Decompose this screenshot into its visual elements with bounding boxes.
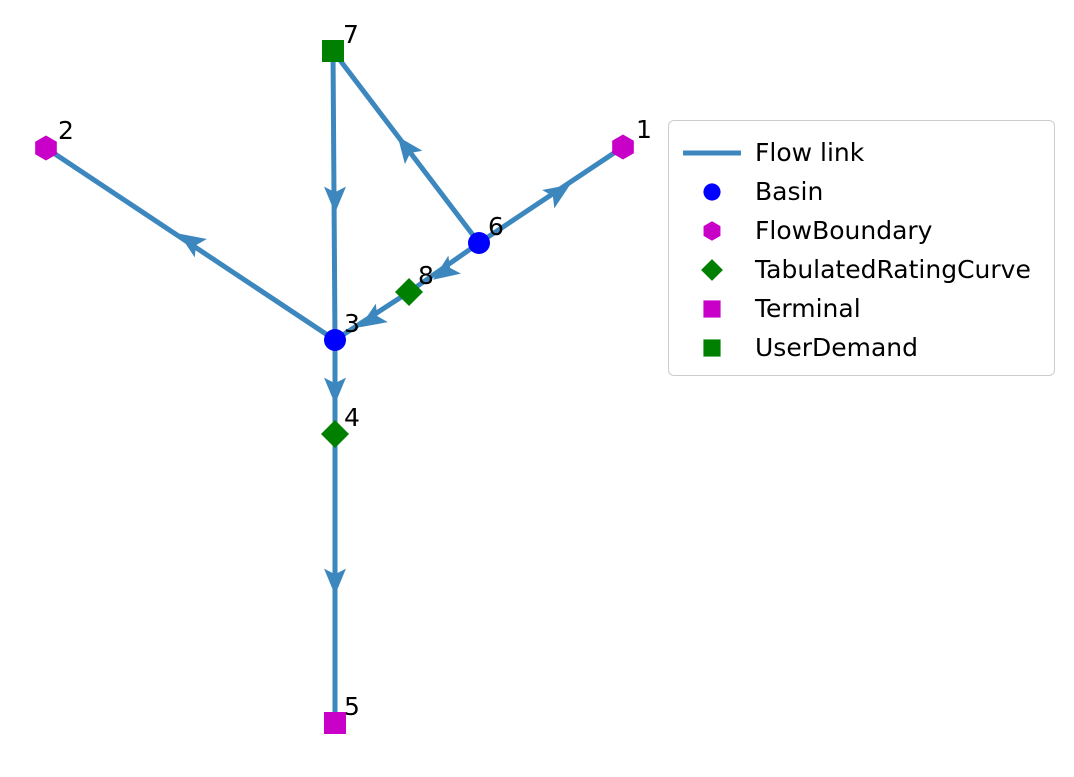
legend-entry-terminal[interactable]: Terminal: [669, 289, 1054, 328]
legend-entry-basin[interactable]: Basin: [669, 172, 1054, 211]
flow-direction-arrow: [433, 255, 461, 280]
graph-node-4[interactable]: [321, 420, 349, 448]
node-label-5: 5: [344, 692, 360, 721]
legend-entry-flow-boundary[interactable]: FlowBoundary: [669, 211, 1054, 250]
node-labels-layer: 1 2 3 4 5 6 7 8: [58, 20, 652, 721]
tabulated-rating-curve-icon: [669, 250, 755, 289]
graph-node-2[interactable]: [35, 135, 57, 161]
legend-label: TabulatedRatingCurve: [755, 255, 1031, 284]
flow-direction-arrow: [324, 186, 346, 213]
flow-direction-arrow: [359, 303, 388, 328]
nodes-layer: [35, 40, 634, 734]
graph-node-3[interactable]: [324, 329, 346, 351]
flow-direction-arrow: [542, 184, 571, 209]
legend-entry-flow-link[interactable]: Flow link: [669, 133, 1054, 172]
graph-node-1[interactable]: [612, 134, 634, 160]
node-label-2: 2: [58, 116, 74, 145]
node-label-8: 8: [418, 261, 434, 290]
legend-label: UserDemand: [755, 333, 919, 362]
node-label-7: 7: [343, 20, 359, 49]
flow-boundary-icon: [669, 211, 755, 250]
user-demand-icon: [669, 328, 755, 367]
graph-node-6[interactable]: [468, 232, 490, 254]
node-label-1: 1: [636, 115, 652, 144]
flow-direction-arrow: [324, 377, 346, 404]
graph-node-5[interactable]: [324, 712, 346, 734]
basin-icon: [669, 172, 755, 211]
legend-label: Terminal: [755, 294, 861, 323]
node-label-6: 6: [488, 212, 504, 241]
legend-entry-user-demand[interactable]: UserDemand: [669, 328, 1054, 367]
arrow-markers-layer: [178, 136, 571, 595]
flow-direction-arrow: [178, 233, 207, 258]
flow-link-icon: [669, 133, 755, 172]
flow-direction-arrow: [324, 568, 346, 595]
terminal-icon: [669, 289, 755, 328]
node-label-4: 4: [344, 403, 360, 432]
flow-direction-arrow: [397, 136, 423, 165]
legend-label: Flow link: [755, 138, 865, 167]
graph-node-7[interactable]: [322, 40, 344, 62]
node-label-3: 3: [344, 309, 360, 338]
graph-node-8[interactable]: [395, 278, 423, 306]
legend-label: FlowBoundary: [755, 216, 933, 245]
legend-label: Basin: [755, 177, 824, 206]
legend-entry-tabulated-rating-curve[interactable]: TabulatedRatingCurve: [669, 250, 1054, 289]
